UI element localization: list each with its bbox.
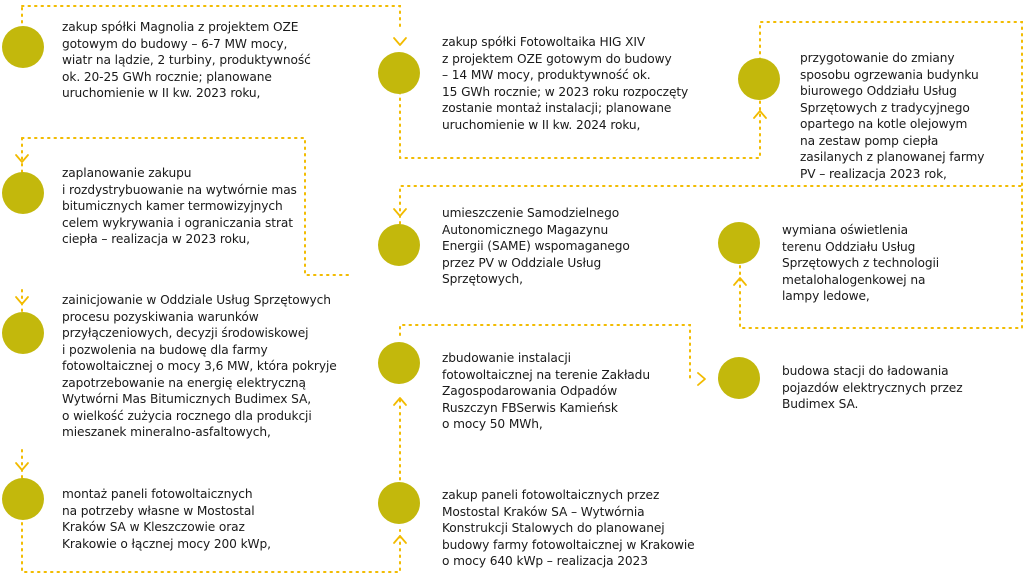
step-dot — [378, 342, 420, 384]
step-text-led-lighting: wymiana oświetlenia terenu Oddziału Usłu… — [782, 223, 940, 303]
connector-s7-s10 — [399, 185, 1023, 329]
connector-s9-top — [759, 21, 1023, 187]
chevron-up-icon — [393, 397, 407, 406]
step-dot — [738, 58, 780, 100]
step-dot — [718, 222, 760, 264]
step-text-mostostal-panels: montaż paneli fotowoltaicznych na potrze… — [62, 487, 271, 551]
step-dot — [378, 482, 420, 524]
chevron-down-icon — [15, 296, 29, 305]
chevron-down-icon — [15, 462, 29, 471]
chevron-up-icon — [753, 110, 767, 119]
step-text-magnolia: zakup spółki Magnolia z projektem OZE go… — [62, 20, 311, 100]
chevron-down-icon — [15, 154, 29, 163]
step-text-thermal-cameras: zaplanowanie zakupu i rozdystrybuowanie … — [62, 166, 297, 246]
connector-s6-s11 — [399, 324, 691, 379]
step-dot — [2, 26, 44, 68]
step-dot — [378, 52, 420, 94]
step-dot — [2, 312, 44, 354]
step-dot — [2, 172, 44, 214]
connector-top — [21, 5, 401, 31]
step-dot — [378, 224, 420, 266]
step-dot — [2, 478, 44, 520]
step-text-pv-farm-3-6mw: zainicjowanie w Oddziale Usług Sprzętowy… — [62, 293, 337, 439]
chevron-right-icon — [697, 372, 706, 386]
step-text-heat-pumps: przygotowanie do zmiany sposobu ogrzewan… — [800, 51, 985, 181]
step-text-fbserwis-pv: zbudowanie instalacji fotowoltaicznej na… — [442, 351, 650, 431]
chevron-up-icon — [733, 277, 747, 286]
step-text-same-storage: umieszczenie Samodzielnego Autonomiczneg… — [442, 206, 630, 286]
connector-s2-s7 — [21, 137, 351, 276]
chevron-down-icon — [393, 37, 407, 46]
connector-s8-bottom — [399, 91, 761, 159]
step-text-ev-charging: budowa stacji do ładowania pojazdów elek… — [782, 364, 963, 411]
chevron-up-icon — [393, 535, 407, 544]
step-dot — [718, 357, 760, 399]
step-text-pv-panels-purchase: zakup paneli fotowoltaicznych przez Most… — [442, 488, 695, 568]
connector-s4-bottom — [21, 509, 401, 573]
chevron-down-icon — [393, 208, 407, 217]
step-text-fotowoltaika-hig: zakup spółki Fotowoltaika HIG XIV z proj… — [442, 35, 689, 132]
